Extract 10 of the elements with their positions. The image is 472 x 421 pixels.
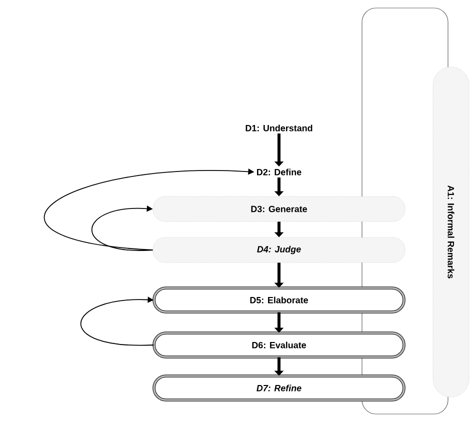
feedback-arrow (91, 206, 154, 251)
step-pill: D4: Judge (152, 237, 406, 263)
step-label: D1: Understand (246, 124, 312, 132)
step-pill: D3: Generate (152, 196, 406, 222)
step-pill: D7: Refine (152, 374, 406, 402)
feedback-arrow (80, 296, 154, 346)
step-label: D2: Define (257, 168, 302, 176)
step-pill: D5: Elaborate (152, 286, 406, 314)
side-pill: A1: Informal Remarks (432, 66, 470, 398)
step-pill: D6: Evaluate (152, 332, 406, 358)
